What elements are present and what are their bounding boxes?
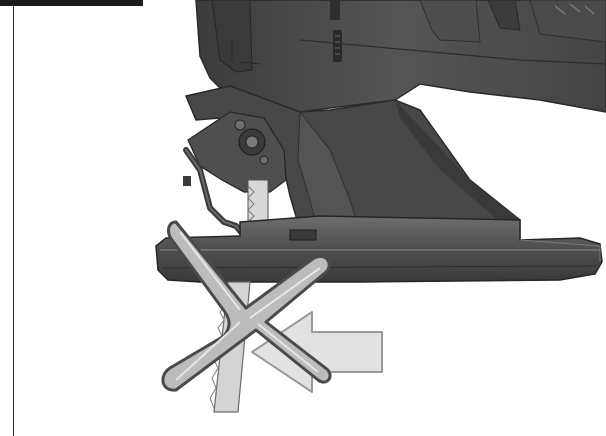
blade-roller-guide bbox=[183, 111, 287, 241]
base-plate bbox=[155, 215, 603, 283]
motor-housing bbox=[195, 0, 606, 113]
header-bar bbox=[0, 0, 143, 6]
prohibited-cross-icon bbox=[161, 220, 332, 392]
margin-rule bbox=[13, 6, 14, 436]
pressure-arrow-icon bbox=[251, 311, 383, 393]
